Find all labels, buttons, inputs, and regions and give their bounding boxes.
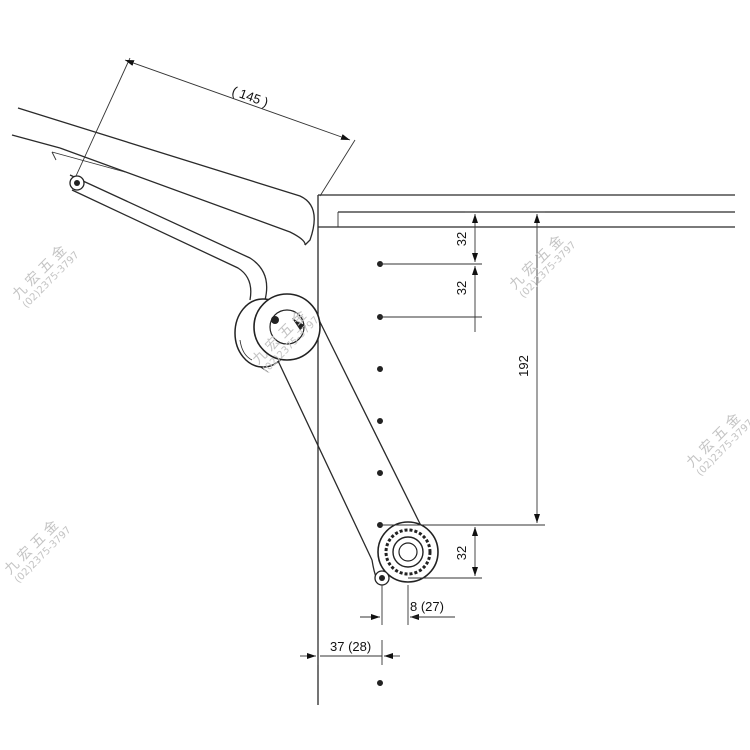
hole-icon: [377, 680, 383, 686]
watermark-right-top: 九 宏 五 金 (02)2375-3797: [507, 232, 579, 300]
dimension-lines: [124, 59, 540, 659]
dim-32-bottom-label: 32: [454, 546, 469, 560]
watermark-left-bottom: 九 宏 五 金 (02)2375-3797: [2, 517, 74, 585]
dim-32-pitch-label: 32: [454, 281, 469, 295]
watermark-left-top: 九 宏 五 金 (02)2375-3797: [10, 242, 82, 310]
door-flap: [11, 107, 315, 246]
dim-8-label: 8 (27): [410, 599, 444, 614]
hole-icon: [377, 418, 383, 424]
hole-icon: [377, 366, 383, 372]
upper-arm: [69, 174, 268, 301]
dim-145-label: ( 145 ): [230, 83, 270, 110]
dim-32-first-label: 32: [454, 232, 469, 246]
lower-hub: [371, 521, 439, 586]
dim-192-label: 192: [516, 355, 531, 377]
hole-icon: [377, 470, 383, 476]
watermark-right-mid: 九 宏 五 金 (02)2375-3797: [684, 410, 750, 478]
extension-lines: [75, 57, 545, 665]
mechanism-body: [234, 293, 433, 561]
dim-37-label: 37 (28): [330, 639, 371, 654]
